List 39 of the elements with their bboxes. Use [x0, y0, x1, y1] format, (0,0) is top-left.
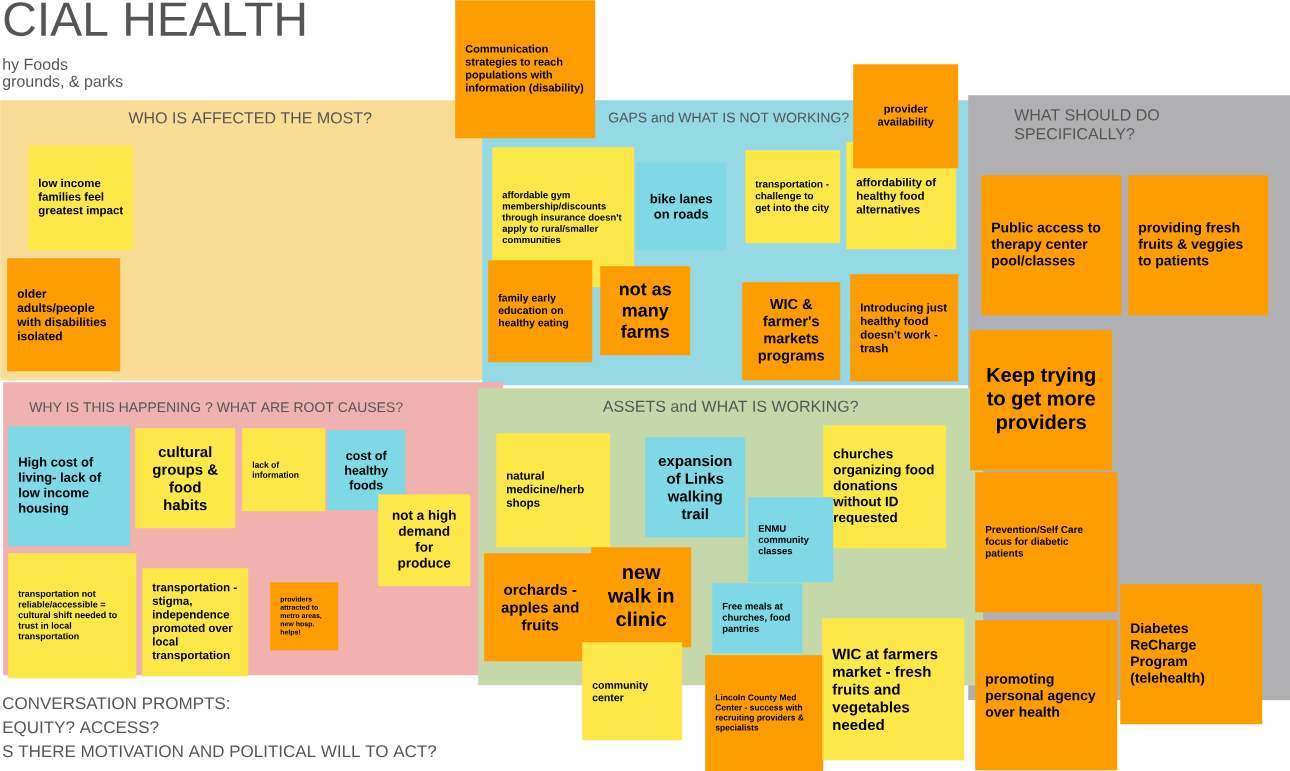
- sticky-note: expansion of Links walking trail: [645, 437, 746, 538]
- text-line: EQUITY? ACCESS?: [3, 721, 159, 737]
- sticky-note: Public access to therapy center pool/classes: [981, 175, 1122, 316]
- sticky-note: Diabetes ReCharge Program (telehealth): [1120, 584, 1263, 725]
- sticky-note: ENMU community classes: [748, 497, 834, 583]
- sticky-note: older adults/people with disabilities isolated: [7, 258, 121, 372]
- sticky-note: WIC & farmer's markets programs: [742, 282, 841, 381]
- sticky-note: transportation - stigma, independence promoted over local transportation: [142, 568, 249, 677]
- text-line: S THERE MOTIVATION AND POLITICAL WILL TO ACT?: [2, 745, 437, 758]
- sticky-note: not as many farms: [600, 266, 691, 356]
- sticky-note: Lincoln County Med Center - success with recruiting providers & specialists: [705, 655, 824, 771]
- sticky-note: Prevention/Self Care focus for diabetic patients: [975, 472, 1118, 613]
- sticky-note: Keep trying to get more providers: [970, 330, 1113, 471]
- sticky-note: natural medicine/herb shops: [496, 433, 611, 548]
- text-line: grounds, & parks: [2, 75, 123, 91]
- sticky-note: provider availability: [853, 64, 959, 169]
- sticky-note: orchards - apples and fruits: [484, 553, 597, 662]
- sticky-note: lack of information: [242, 428, 326, 512]
- sticky-note: providing fresh fruits & veggies to patients: [1128, 175, 1269, 316]
- text-line: CONVERSATION PROMPTS:: [3, 697, 229, 710]
- sticky-note: transportation - challenge to get into the city: [745, 150, 841, 244]
- sticky-note: cost of healthy foods: [327, 430, 406, 511]
- text-line: hy Foods: [3, 58, 68, 74]
- sticky-note: WIC at farmers market - fresh fruits and vegetables needed: [822, 618, 965, 761]
- sticky-note: churches organizing food donations without ID requested: [823, 425, 947, 549]
- sticky-note: new walk in clinic: [591, 547, 692, 648]
- sticky-note: low income families feel greatest impact: [28, 145, 134, 251]
- sticky-note: bike lanes on roads: [636, 162, 727, 251]
- sticky-note: High cost of living- lack of low income housing: [8, 426, 131, 547]
- sticky-note: Communication strategies to reach populations with information (disability): [455, 0, 596, 139]
- sticky-note: Introducing just healthy food doesn't work - trash: [850, 274, 959, 382]
- sticky-note: Free meals at churches, food pantries: [712, 583, 803, 654]
- sticky-note: family early education on healthy eating: [488, 260, 593, 363]
- sticky-note: cultural groups & food habits: [135, 428, 236, 529]
- sticky-note: community center: [582, 642, 683, 741]
- sticky-note: promoting personal agency over health: [975, 620, 1118, 771]
- title: CIAL HEALTH: [4, 2, 305, 37]
- sticky-note: not a high demand for produce: [378, 494, 471, 587]
- sticky-note: transportation not reliable/accessible = cultural shift needed to trust in local transportation: [8, 553, 137, 679]
